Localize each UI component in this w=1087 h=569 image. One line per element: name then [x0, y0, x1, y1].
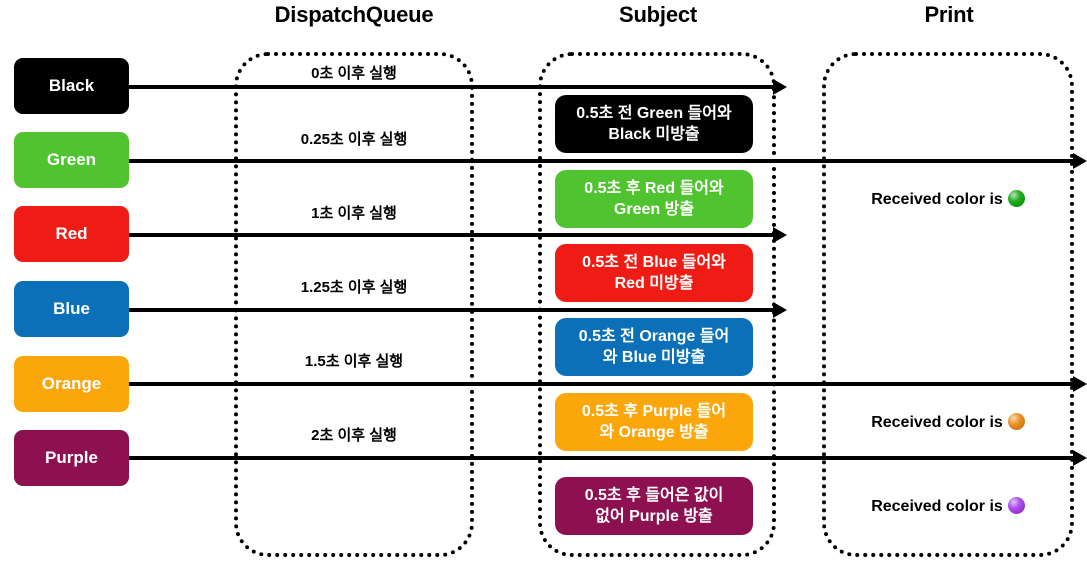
- column-header-dispatchqueue: DispatchQueue: [274, 2, 434, 27]
- color-chip-green[interactable]: Green: [14, 132, 129, 188]
- color-chip-label: Red: [55, 224, 88, 243]
- print-output-text: Received color is: [871, 498, 1003, 515]
- flow-arrow-blue: [129, 302, 787, 318]
- color-chip-label: Black: [48, 76, 95, 95]
- color-chip-label: Blue: [53, 299, 90, 318]
- subject-bubble-line-1: 0.5초 전 Green 들어와: [576, 105, 732, 122]
- column-header-subject: Subject: [618, 2, 698, 27]
- subject-bubble-line-1: 0.5초 후 들어온 값이: [584, 487, 724, 504]
- color-chip-orange[interactable]: Orange: [14, 356, 129, 412]
- print-color-dot-icon: [1007, 413, 1025, 430]
- print-color-dot-icon: [1007, 497, 1025, 514]
- subject-bubble-line-1: 0.5초 전 Blue 들어와: [582, 254, 726, 271]
- queue-timing-label-0: 0초 이후 실행: [311, 65, 397, 82]
- color-chip-black[interactable]: Black: [14, 58, 129, 114]
- subject-bubble-line-1: 0.5초 후 Purple 들어: [581, 403, 727, 420]
- column-header-print: Print: [924, 2, 974, 27]
- print-output-orange: Received color is: [824, 413, 1072, 432]
- color-chip-label: Purple: [45, 448, 98, 467]
- subject-bubble-line-2: Red 미방출: [614, 275, 694, 293]
- print-output-green: Received color is: [824, 190, 1072, 209]
- flow-arrow-red: [129, 227, 787, 243]
- subject-bubble-line-2: 와 Blue 미방출: [602, 349, 706, 367]
- color-chip-red[interactable]: Red: [14, 206, 129, 262]
- print-output-text: Received color is: [871, 414, 1003, 431]
- subject-bubble-line-2: Black 미방출: [608, 126, 700, 144]
- color-chip-label: Green: [46, 150, 97, 169]
- color-chip-purple[interactable]: Purple: [14, 430, 129, 486]
- lane-dispatchqueue: [234, 52, 474, 557]
- subject-bubble-line-1: 0.5초 후 Red 들어와: [584, 180, 724, 197]
- subject-bubble-red[interactable]: 0.5초 전 Blue 들어와 Red 미방출: [555, 244, 753, 303]
- flow-arrow-orange: [129, 376, 1087, 392]
- subject-bubble-line-1: 0.5초 전 Orange 들어: [578, 328, 730, 345]
- subject-bubble-black[interactable]: 0.5초 전 Green 들어와 Black 미방출: [555, 95, 753, 154]
- subject-bubble-line-2: Green 방출: [613, 201, 695, 219]
- queue-timing-label-5: 2초 이후 실행: [311, 427, 397, 444]
- queue-timing-label-1: 0.25초 이후 실행: [300, 131, 408, 148]
- queue-timing-label-2: 1초 이후 실행: [311, 205, 397, 222]
- queue-timing-label-4: 1.5초 이후 실행: [304, 353, 404, 370]
- print-output-purple: Received color is: [824, 497, 1072, 516]
- queue-timing-label-3: 1.25초 이후 실행: [300, 279, 408, 296]
- subject-bubble-line-2: 없어 Purple 방출: [595, 508, 713, 526]
- flow-arrow-black: [129, 79, 787, 95]
- subject-bubble-green[interactable]: 0.5초 후 Red 들어와 Green 방출: [555, 170, 753, 229]
- flow-arrow-purple: [129, 450, 1087, 466]
- color-chip-blue[interactable]: Blue: [14, 281, 129, 337]
- subject-bubble-line-2: 와 Orange 방출: [599, 424, 709, 442]
- print-color-dot-icon: [1007, 190, 1025, 207]
- print-output-text: Received color is: [871, 191, 1003, 208]
- lane-print: [822, 52, 1074, 557]
- color-chip-label: Orange: [41, 374, 102, 393]
- flow-arrow-green: [129, 153, 1087, 169]
